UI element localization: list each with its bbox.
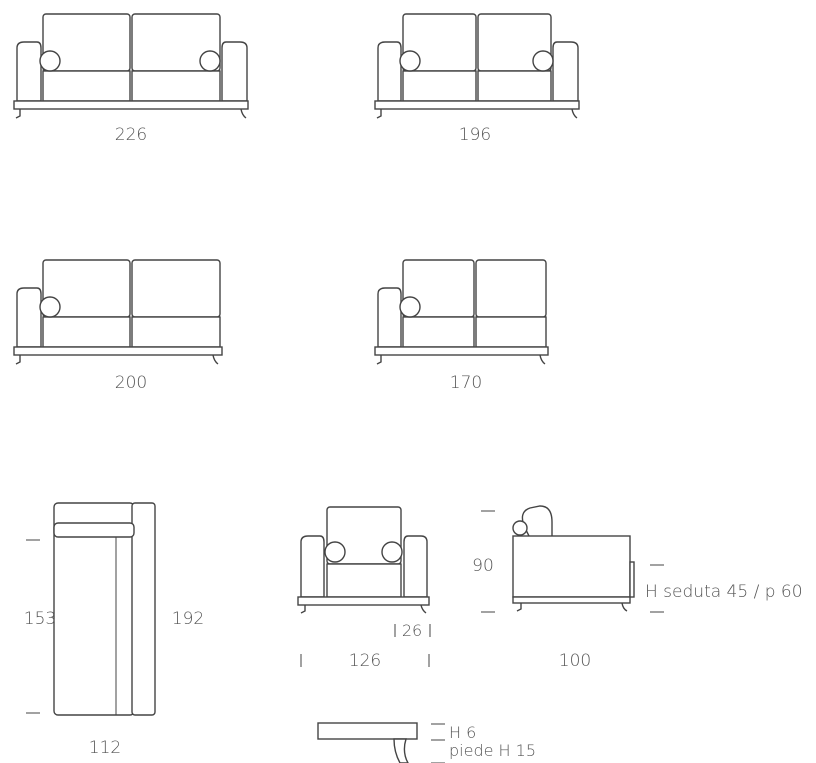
sofa-200-drawing [13, 259, 223, 365]
seat-cushion-left [402, 70, 477, 102]
armchair-front-view [297, 506, 431, 667]
seat-cushion-left [42, 70, 131, 102]
seat-cushion-right [131, 316, 221, 348]
foot-detail [317, 722, 445, 763]
foot-detail-base [317, 722, 418, 740]
chaise-outer-length-label: 192 [172, 609, 204, 629]
foot-right [240, 108, 247, 119]
arm-left [16, 287, 42, 348]
bolster-pillow-left [39, 296, 61, 318]
armchair-width-label: 126 [349, 651, 381, 671]
bolster-pillow-left [39, 50, 61, 72]
side-base [512, 596, 631, 604]
chaise-back-cushion [53, 522, 135, 538]
seat-cushion-right [131, 70, 221, 102]
chaise-width-label: 112 [89, 738, 121, 758]
foot-left [376, 109, 382, 119]
bolster-pillow-right [532, 50, 554, 72]
arm-left [377, 287, 402, 348]
sofa-226-drawing [13, 13, 249, 119]
side-depth-label: 100 [559, 651, 591, 671]
sofa-side-view [481, 505, 664, 613]
sofa-196-width-label: 196 [459, 125, 491, 145]
side-foot-right [621, 602, 628, 612]
chaise-top-view [26, 502, 156, 716]
foot-detail-leg [393, 738, 409, 763]
foot-right [539, 354, 546, 365]
sofa-base [13, 346, 223, 356]
sofa-170-width-label: 170 [450, 373, 482, 393]
back-cushion-right [131, 259, 221, 318]
foot-left [376, 355, 382, 365]
armchair-dimension-ticks [300, 624, 431, 667]
side-foot-left [516, 603, 522, 612]
foot-left [15, 355, 21, 365]
arm-right [552, 41, 579, 102]
side-headrest [521, 505, 553, 539]
foot-right [571, 108, 578, 119]
side-height-label: 90 [472, 556, 494, 576]
armchair-arm-left [300, 535, 325, 598]
sofa-base [374, 100, 580, 110]
foot-right [212, 354, 219, 365]
chaise-dimension-ticks [26, 539, 40, 714]
foot-height-label: piede H 15 [449, 741, 536, 760]
sofa-170-drawing [374, 259, 549, 365]
armchair-base [297, 596, 430, 606]
seat-cushion-left [42, 316, 131, 348]
bolster-pillow-left [399, 296, 421, 318]
base-height-label: H 6 [449, 723, 476, 742]
side-dimension-ticks [481, 510, 664, 613]
arm-left [377, 41, 402, 102]
seat-cushion-right [477, 70, 552, 102]
back-cushion-right [475, 259, 547, 318]
sofa-226-width-label: 226 [115, 125, 147, 145]
sofa-196-drawing [374, 13, 580, 119]
sofa-base [13, 100, 249, 110]
armchair-arm-width-label: 26 [402, 621, 422, 640]
armchair-pillow-right [381, 541, 403, 563]
armchair-pillow-left [324, 541, 346, 563]
side-seat-edge [629, 561, 635, 598]
side-pillow [512, 520, 528, 536]
seat-cushion-right [475, 316, 547, 348]
seat-cushion-left [402, 316, 475, 348]
armchair-seat-cushion [326, 563, 402, 598]
chaise-arm [131, 502, 156, 716]
armchair-foot-right [420, 604, 427, 614]
armchair-foot-left [300, 605, 306, 614]
bolster-pillow-left [399, 50, 421, 72]
chaise-inner-length-label: 153 [24, 609, 56, 629]
side-body [512, 535, 631, 598]
sofa-base [374, 346, 549, 356]
bolster-pillow-right [199, 50, 221, 72]
seat-dimension-note: H seduta 45 / p 60 [645, 582, 803, 602]
arm-left [16, 41, 42, 102]
sofa-200-width-label: 200 [115, 373, 147, 393]
armchair-arm-right [403, 535, 428, 598]
foot-detail-ticks [431, 723, 445, 763]
foot-left [15, 109, 21, 119]
arm-right [221, 41, 248, 102]
